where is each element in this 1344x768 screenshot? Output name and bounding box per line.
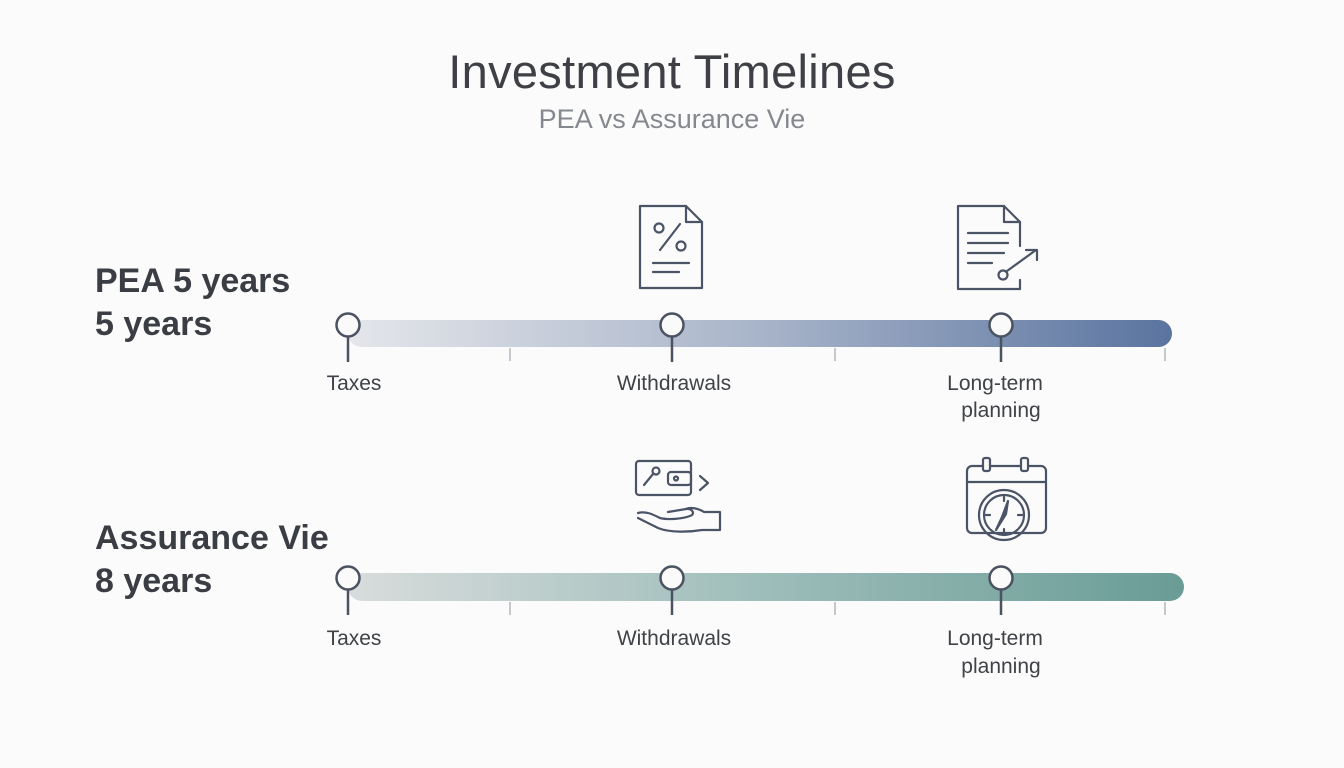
pea-timeline-bar <box>348 320 1172 347</box>
pea-stage-long-term-line1: Long-term <box>947 372 1043 395</box>
av-stage-long-term-line2: planning <box>961 655 1040 678</box>
pea-timeline: Taxes Withdrawals Long-term planning <box>327 204 1172 422</box>
wallet-hand-icon <box>634 459 722 533</box>
av-row-label: Assurance Vie 8 years <box>95 517 329 603</box>
av-ticks <box>509 602 1166 615</box>
pea-ticks <box>509 348 1166 361</box>
page-subtitle: PEA vs Assurance Vie <box>538 104 806 134</box>
calendar-clock-icon <box>965 456 1048 542</box>
av-node-long-term <box>988 565 1014 615</box>
av-stage-withdrawals: Withdrawals <box>617 627 731 650</box>
pea-row-label: PEA 5 years 5 years <box>95 260 290 346</box>
page-title: Investment Timelines <box>448 45 896 98</box>
pea-stage-taxes: Taxes <box>327 372 382 395</box>
av-label-line1: Assurance Vie <box>95 519 329 557</box>
av-timeline-bar <box>348 573 1184 601</box>
pea-stage-withdrawals: Withdrawals <box>617 372 731 395</box>
pea-node-long-term <box>988 312 1014 362</box>
av-node-withdrawals <box>659 565 685 615</box>
av-timeline: Taxes Withdrawals Long-term planning <box>327 456 1184 678</box>
av-stage-taxes: Taxes <box>327 627 382 650</box>
pea-label-line2: 5 years <box>95 305 213 343</box>
pea-stage-long-term-line2: planning <box>961 399 1040 422</box>
pea-node-withdrawals <box>659 312 685 362</box>
contract-signing-icon <box>956 204 1039 291</box>
av-stage-long-term-line1: Long-term <box>947 627 1043 650</box>
percent-document-icon <box>638 204 704 290</box>
pea-label-line1: PEA 5 years <box>95 262 291 300</box>
av-label-line2: 8 years <box>95 562 213 600</box>
av-node-taxes <box>335 565 361 615</box>
pea-node-taxes <box>335 312 361 362</box>
